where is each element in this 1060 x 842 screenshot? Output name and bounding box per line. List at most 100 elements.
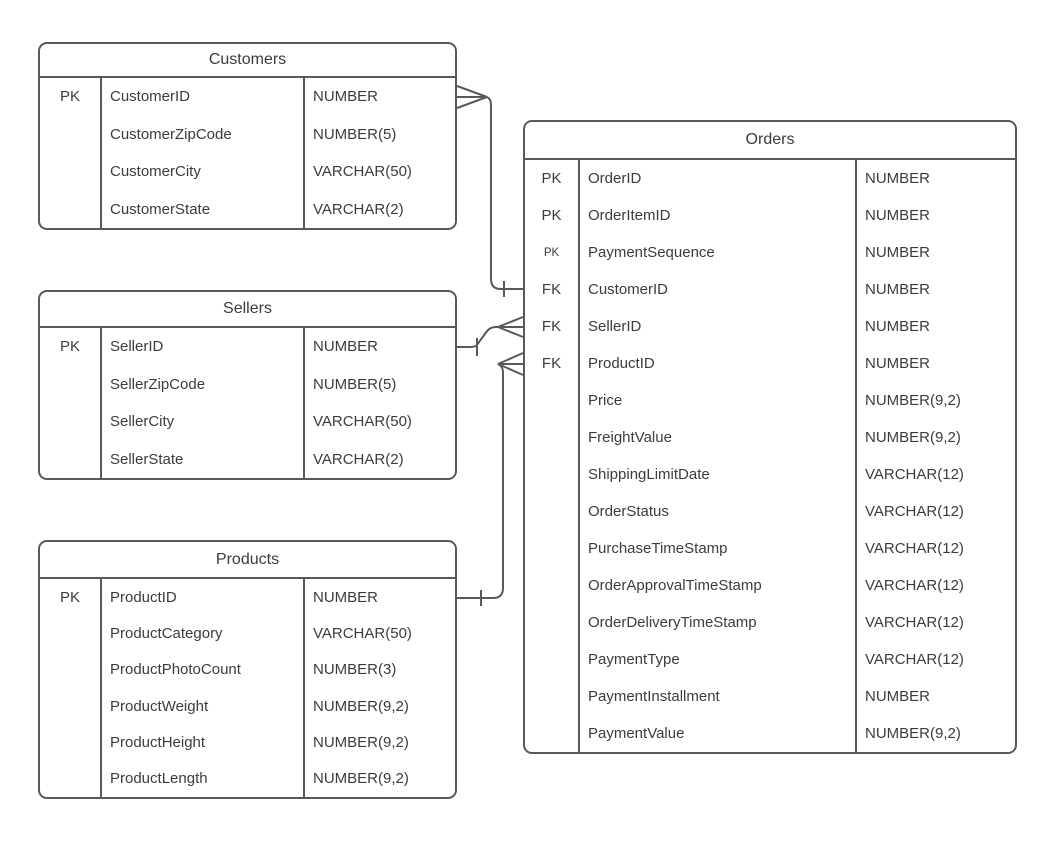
relationship-sellers-orders[interactable] <box>457 316 524 356</box>
field-name: FreightValue <box>580 419 857 456</box>
field-type: VARCHAR(2) <box>313 200 404 218</box>
field-name: CustomerID <box>580 271 857 308</box>
field-name: ProductWeight <box>102 687 305 725</box>
key-cell: PK <box>40 328 102 366</box>
field-type: NUMBER <box>313 338 379 356</box>
field-type: VARCHAR(2) <box>313 450 404 468</box>
field-type: NUMBER <box>865 355 931 372</box>
field-type: NUMBER(9,2) <box>313 733 409 751</box>
field-type: NUMBER(9,2) <box>313 697 409 715</box>
key-cell <box>40 365 102 403</box>
field-type: NUMBER <box>865 244 931 261</box>
crow-foot-many-marker <box>456 85 488 109</box>
field-type: NUMBER <box>865 170 931 187</box>
key-cell <box>40 403 102 441</box>
field-name: SellerID <box>102 328 305 366</box>
field-name: OrderStatus <box>580 493 857 530</box>
field-type: NUMBER(5) <box>313 375 397 393</box>
key-cell <box>40 651 102 688</box>
field-name: ProductID <box>102 579 305 616</box>
field-name: OrderItemID <box>580 197 857 234</box>
field-type: NUMBER <box>865 318 931 335</box>
key-cell <box>525 382 580 419</box>
table-row: ProductCategory VARCHAR(50) <box>40 615 455 652</box>
key-cell <box>525 678 580 715</box>
table-title: Sellers <box>40 292 455 328</box>
key-cell <box>525 567 580 604</box>
relationship-line <box>486 96 523 290</box>
table-row: FreightValue NUMBER(9,2) <box>525 419 1015 456</box>
table-title: Orders <box>525 122 1015 160</box>
field-name: PaymentSequence <box>580 234 857 271</box>
field-type: VARCHAR(12) <box>865 614 964 631</box>
field-type: NUMBER <box>313 588 379 606</box>
key-cell <box>40 440 102 478</box>
key-cell <box>40 724 102 761</box>
field-name: PaymentType <box>580 641 857 678</box>
field-type: NUMBER(3) <box>313 661 397 679</box>
key-cell <box>40 760 102 797</box>
relationship-products-orders[interactable] <box>457 352 524 606</box>
field-type: NUMBER <box>865 688 931 705</box>
field-name: Price <box>580 382 857 419</box>
field-name: CustomerCity <box>102 153 305 191</box>
field-name: CustomerZipCode <box>102 115 305 153</box>
key-cell: PK <box>525 234 580 271</box>
table-row: CustomerZipCode NUMBER(5) <box>40 115 455 153</box>
field-name: ProductCategory <box>102 615 305 652</box>
key-cell <box>525 641 580 678</box>
field-name: OrderDeliveryTimeStamp <box>580 604 857 641</box>
key-cell <box>525 456 580 493</box>
relationship-line <box>457 363 504 599</box>
field-type: VARCHAR(12) <box>865 503 964 520</box>
key-cell: PK <box>40 78 102 116</box>
field-type: NUMBER <box>865 281 931 298</box>
key-cell <box>40 615 102 652</box>
table-row: ProductWeight NUMBER(9,2) <box>40 687 455 725</box>
field-type: NUMBER(5) <box>313 125 397 143</box>
field-type: NUMBER <box>865 207 931 224</box>
field-name: PaymentInstallment <box>580 678 857 715</box>
key-cell <box>525 604 580 641</box>
key-cell: PK <box>40 579 102 616</box>
table-row: PaymentInstallment NUMBER <box>525 678 1015 715</box>
field-type: VARCHAR(12) <box>865 577 964 594</box>
key-cell <box>525 419 580 456</box>
field-name: ProductLength <box>102 760 305 797</box>
field-type: NUMBER(9,2) <box>865 429 961 446</box>
key-cell <box>40 687 102 725</box>
field-type: VARCHAR(12) <box>865 466 964 483</box>
key-cell <box>525 715 580 752</box>
field-type: VARCHAR(50) <box>313 624 412 642</box>
field-type: VARCHAR(12) <box>865 540 964 557</box>
key-cell <box>40 153 102 191</box>
key-cell: PK <box>525 160 580 197</box>
relationship-customers-orders[interactable] <box>456 85 523 297</box>
table-row: OrderStatus VARCHAR(12) <box>525 493 1015 530</box>
key-cell: FK <box>525 308 580 345</box>
field-name: SellerID <box>580 308 857 345</box>
